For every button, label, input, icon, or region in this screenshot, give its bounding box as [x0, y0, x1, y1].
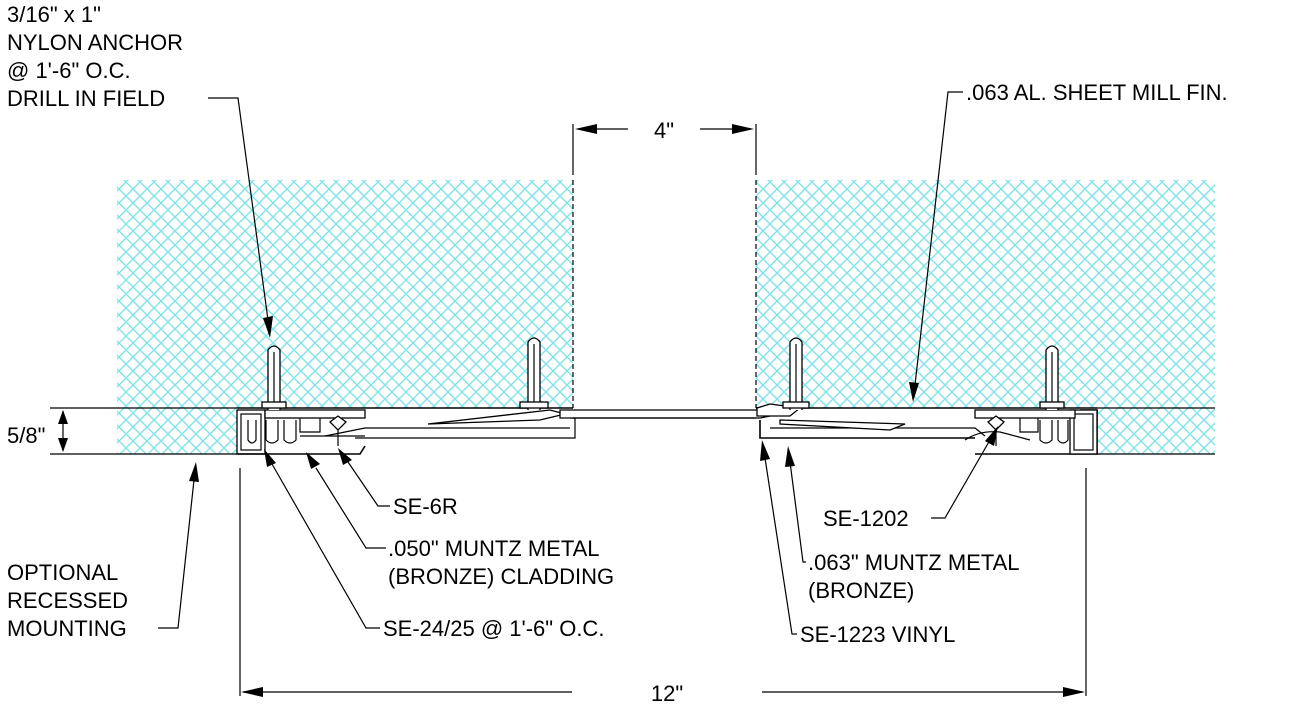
- svg-text:.063" MUNTZ METAL: .063" MUNTZ METAL: [808, 550, 1020, 575]
- left-anchors: [261, 337, 549, 446]
- right-anchors: [782, 337, 1065, 446]
- gap-dimension-label: 4": [654, 118, 674, 143]
- svg-text:DRILL IN FIELD: DRILL IN FIELD: [7, 86, 165, 111]
- callout-nylon-anchor: 3/16" x 1" NYLON ANCHOR @ 1'-6" O.C. DRI…: [7, 2, 273, 338]
- overall-dimension-label: 12": [651, 681, 683, 706]
- svg-text:3/16" x 1": 3/16" x 1": [7, 2, 101, 27]
- callout-063-muntz: .063" MUNTZ METAL (BRONZE): [785, 446, 1020, 603]
- callout-se1202: SE-1202: [823, 426, 998, 531]
- right-frame: [756, 403, 1098, 455]
- depth-dimension-label: 5/8": [7, 423, 45, 448]
- svg-text:NYLON ANCHOR: NYLON ANCHOR: [7, 30, 183, 55]
- overall-dimension: 12": [239, 468, 1087, 706]
- svg-text:@ 1'-6" O.C.: @ 1'-6" O.C.: [7, 58, 131, 83]
- depth-dimension: 5/8": [7, 410, 68, 452]
- svg-text:(BRONZE) CLADDING: (BRONZE) CLADDING: [388, 564, 614, 589]
- svg-text:SE-6R: SE-6R: [393, 494, 458, 519]
- svg-text:MOUNTING: MOUNTING: [7, 616, 127, 641]
- svg-text:(BRONZE): (BRONZE): [808, 578, 914, 603]
- svg-text:OPTIONAL: OPTIONAL: [7, 560, 118, 585]
- callout-se1223: SE-1223 VINYL: [760, 440, 955, 647]
- right-substrate: [755, 180, 1215, 454]
- svg-text:SE-1202: SE-1202: [823, 506, 909, 531]
- center-cover-plate: [559, 409, 781, 419]
- left-substrate: [117, 180, 574, 454]
- callout-050-cladding: .050" MUNTZ METAL (BRONZE) CLADDING: [306, 452, 614, 589]
- svg-text:.050" MUNTZ METAL: .050" MUNTZ METAL: [388, 536, 600, 561]
- callout-se6r: SE-6R: [338, 448, 458, 519]
- svg-text:RECESSED: RECESSED: [7, 588, 128, 613]
- surface-lines: [50, 407, 1215, 455]
- callout-al-sheet: .063 AL. SHEET MILL FIN.: [909, 80, 1228, 402]
- svg-text:.063 AL. SHEET MILL FIN.: .063 AL. SHEET MILL FIN.: [966, 80, 1228, 105]
- callout-optional-mounting: OPTIONAL RECESSED MOUNTING: [7, 462, 199, 641]
- left-frame: [236, 409, 576, 455]
- svg-text:SE-24/25 @ 1'-6" O.C.: SE-24/25 @ 1'-6" O.C.: [383, 616, 604, 641]
- svg-text:SE-1223 VINYL: SE-1223 VINYL: [800, 622, 955, 647]
- gap-dimension: 4": [572, 118, 757, 175]
- callout-se2425: SE-24/25 @ 1'-6" O.C.: [264, 449, 604, 641]
